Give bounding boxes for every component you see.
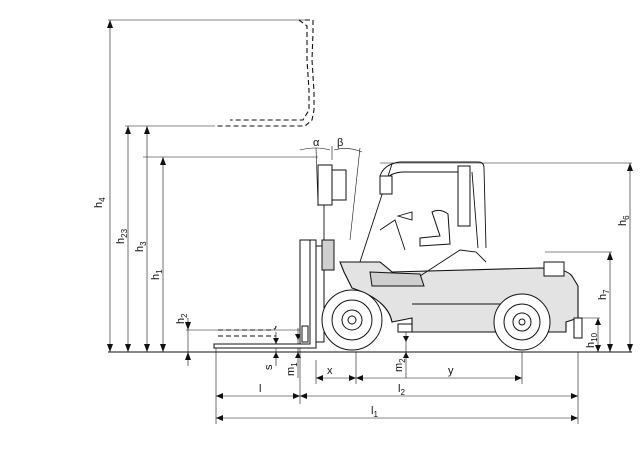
dimension-m1 — [295, 328, 301, 378]
label-m2: m2 — [393, 358, 407, 372]
label-h2: h2 — [175, 313, 189, 324]
raised-mast-outline — [108, 19, 315, 127]
forklift-truck — [213, 161, 583, 351]
label-h6: h6 — [617, 215, 631, 226]
label-s: s — [263, 364, 275, 370]
label-l: l — [259, 383, 261, 395]
label-h4: h4 — [93, 197, 107, 208]
dimension-m2 — [403, 330, 409, 378]
dimension-h7 — [607, 252, 613, 352]
label-h23: h23 — [115, 228, 129, 244]
dimension-h23 — [125, 126, 131, 352]
label-h10: h10 — [585, 332, 599, 348]
dimension-h2 — [185, 318, 191, 366]
label-h3: h3 — [134, 241, 148, 252]
dimension-l — [215, 346, 301, 424]
dimension-h6 — [627, 163, 633, 352]
lowered-load-outline — [218, 325, 277, 337]
dimension-l2 — [300, 352, 579, 424]
dimension-l1 — [216, 415, 578, 421]
label-x: x — [327, 365, 333, 377]
label-m1: m1 — [285, 362, 299, 376]
label-h1: h1 — [150, 269, 164, 280]
dimension-x — [315, 352, 357, 384]
label-alpha: α — [313, 137, 320, 149]
dimension-h3 — [144, 126, 150, 352]
dimension-y — [356, 352, 523, 384]
label-l1: l1 — [371, 405, 378, 419]
dimension-s — [273, 332, 279, 366]
label-h7: h7 — [597, 289, 611, 300]
dimension-h1 — [160, 157, 166, 352]
dimension-h4 — [107, 20, 113, 352]
label-y: y — [448, 365, 454, 377]
label-beta: β — [337, 137, 343, 149]
dimension-h10 — [595, 318, 601, 352]
dimension-labels: h4 h23 h3 h1 h2 s m1 m2 h6 h7 h10 — [93, 137, 631, 419]
label-l2: l2 — [398, 383, 405, 397]
